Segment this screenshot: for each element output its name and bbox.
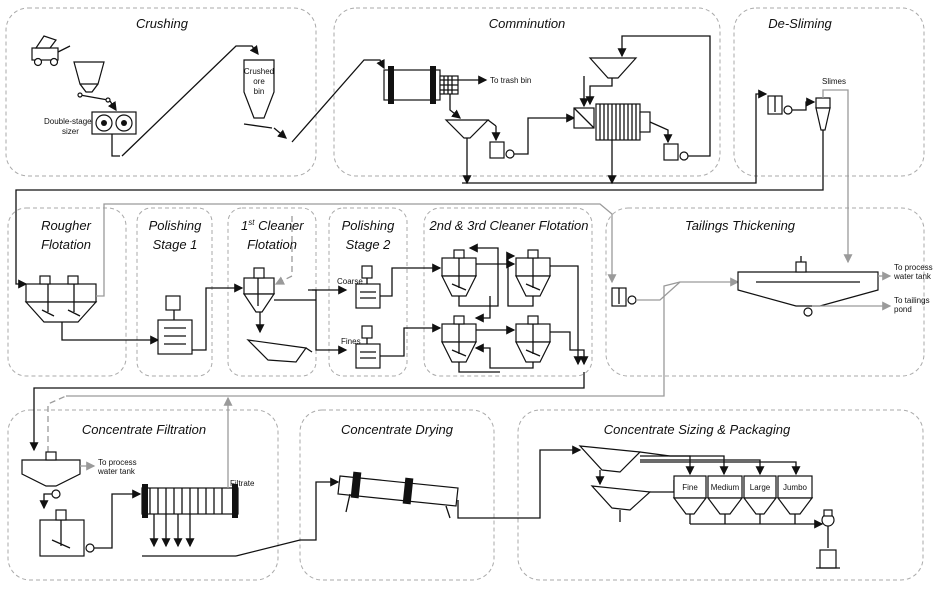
pump-2-icon [663, 143, 689, 161]
bin-jumbo-icon [776, 475, 814, 515]
bin-medium-icon [706, 475, 744, 515]
sag-mill-icon [383, 66, 459, 104]
conveyor-icon [77, 92, 111, 103]
bin-large-label: Large [750, 483, 771, 492]
double-stage-label-line2: sizer [62, 127, 79, 136]
comminution-title: Comminution [489, 16, 566, 31]
sizing-title: Concentrate Sizing & Packaging [604, 422, 791, 437]
desliming-pump-icon [783, 105, 793, 115]
filtration-agitator-tank-icon [39, 509, 85, 557]
polishing2-section [328, 207, 408, 377]
trash-bin-label: To trash bin [490, 76, 531, 85]
polishing1-title-line2: Stage 1 [153, 237, 198, 252]
desliming-tank-icon [767, 95, 783, 115]
rotary-dryer-icon [337, 471, 459, 519]
filter-press-icon [141, 484, 239, 518]
sizing-section [517, 409, 924, 581]
rougher-cells-icon [24, 275, 98, 323]
double-stage-sizer-icon [91, 111, 137, 135]
cleaner2-coarse-cell-icon [441, 249, 477, 297]
desliming-title: De-Sliming [768, 16, 832, 31]
pump-1-icon [489, 141, 515, 159]
process-water-label-line1: To process [894, 263, 933, 272]
thickener-icon [737, 256, 879, 307]
process-water-label-line2: water tank [893, 272, 932, 281]
rougher-title-line2: Flotation [41, 237, 91, 252]
filtrate-label: Filtrate [230, 479, 255, 488]
cleaner23-title: 2nd & 3rd Cleaner Flotation [429, 218, 589, 233]
thickener-underflow-pump-icon [803, 307, 813, 317]
bin-medium-label: Medium [711, 483, 740, 492]
bagging-machine-icon [816, 509, 840, 569]
polishing1-title-line1: Polishing [149, 218, 203, 233]
tailings-pump-icon [627, 295, 637, 305]
tailings-tank-icon [611, 287, 627, 307]
crushed-bin-label-line2: ore [253, 77, 265, 86]
feed-hopper-icon [73, 61, 105, 93]
filtration-title: Concentrate Filtration [82, 422, 206, 437]
fines-label: Fines [341, 337, 361, 346]
screen-1-icon [578, 445, 642, 473]
slimes-label: Slimes [822, 77, 846, 86]
loader-truck-icon [31, 35, 71, 67]
crushed-ore-bin-icon [243, 59, 275, 119]
desliming-section [733, 7, 925, 177]
cleaner1-section [227, 207, 317, 377]
double-stage-label-line1: Double-stage [44, 117, 92, 126]
crushing-title: Crushing [136, 16, 189, 31]
polishing2-title-line1: Polishing [342, 218, 396, 233]
filtration-water-label-line2: water tank [97, 467, 136, 476]
filtration-thickener-icon [21, 451, 81, 487]
drying-title: Concentrate Drying [341, 422, 454, 437]
drying-section [299, 409, 495, 581]
cleaner1-cell-icon [242, 267, 276, 313]
polishing-mill-2-fines-icon [355, 325, 381, 369]
cleaner1-screen-icon [246, 339, 308, 363]
cleaner3-fines-cell-icon [515, 315, 551, 363]
cleaner1-title-line2: Flotation [247, 237, 297, 252]
crushed-bin-label-line1: Crushed [244, 67, 274, 76]
bin-jumbo-label: Jumbo [783, 483, 808, 492]
polishing2-title-line2: Stage 2 [346, 237, 392, 252]
tailings-title: Tailings Thickening [685, 218, 796, 233]
ball-mill-icon [573, 103, 651, 141]
coarse-label: Coarse [337, 277, 363, 286]
cleaner2-fines-cell-icon [441, 315, 477, 363]
bin-large-icon [742, 475, 778, 515]
desliming-cyclone-icon [815, 97, 831, 131]
bin-fine-label: Fine [682, 483, 698, 492]
crushed-bin-label-line3: bin [254, 87, 265, 96]
filtration-pump-2-icon [85, 543, 95, 553]
comminution-section [333, 7, 721, 177]
rougher-title-line1: Rougher [41, 218, 92, 233]
tailings-pond-label-line1: To tailings [894, 296, 930, 305]
rougher-section [7, 207, 127, 377]
filtration-water-label-line1: To process [98, 458, 137, 467]
filtration-pump-1-icon [51, 489, 61, 499]
polishing-mill-1-icon [157, 295, 193, 355]
crushing-section [5, 7, 317, 177]
cyclone-screen-1-icon [444, 119, 497, 139]
tailings-pond-label-line2: pond [894, 305, 912, 314]
bin-fine-icon [672, 475, 708, 515]
screen-2-icon [590, 485, 652, 511]
cleaner1-title-line1: 1st Cleaner [241, 218, 304, 233]
tailings-section [605, 207, 925, 377]
polishing-mill-2-coarse-icon [355, 265, 381, 309]
filtration-section [7, 409, 279, 581]
cyclone-screen-2-icon [588, 57, 638, 79]
polishing1-section [136, 207, 213, 377]
cleaner3-coarse-cell-icon [515, 249, 551, 297]
